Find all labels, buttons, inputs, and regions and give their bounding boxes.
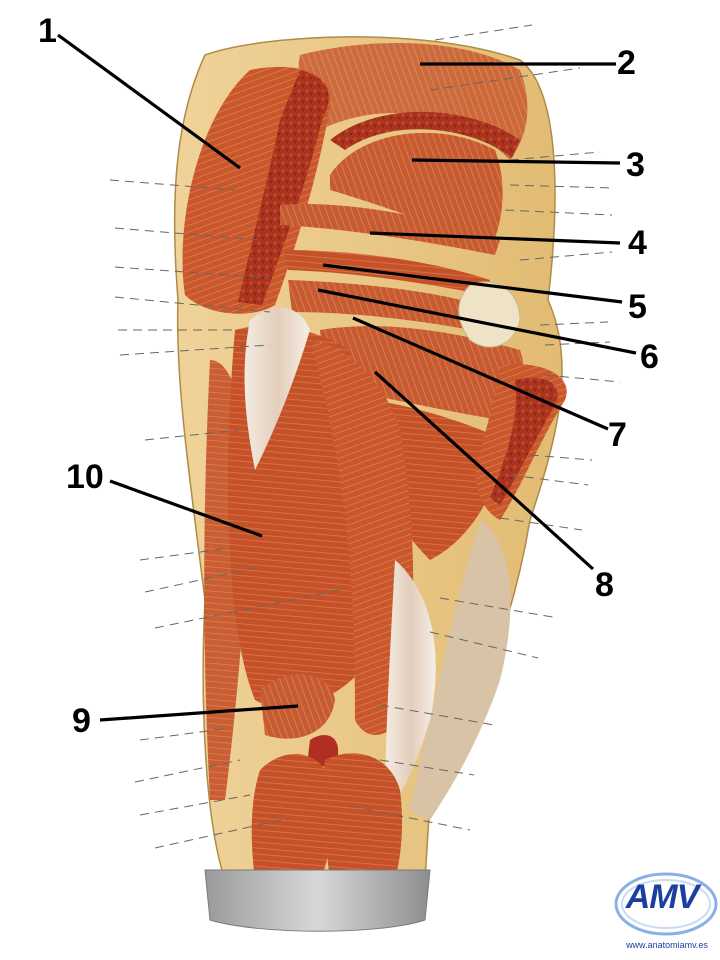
gluteus-maximus-cut-upper [330,111,520,158]
callout-line-4 [369,231,621,245]
quadratus-femoris [320,326,524,420]
semitendinosus [310,340,414,735]
callout-line-1 [57,33,241,170]
label-8: 8 [595,566,614,604]
amv-logo: AMV www.anatomiamv.es [612,866,720,960]
logo-text: AMV [625,878,700,916]
callout-line-3 [411,158,621,165]
dashed-leader-lines [109,24,621,849]
label-4: 4 [628,224,647,262]
logo-url[interactable]: www.anatomiamv.es [626,940,708,950]
vastus-lateralis [410,520,511,820]
callout-lines [57,33,637,722]
lateral-cut-edge [490,377,558,505]
callout-line-10 [109,479,263,538]
gastrocnemius-medial-head [322,753,403,880]
label-2: 2 [617,44,636,82]
label-6: 6 [640,338,659,376]
gracilis [204,360,249,800]
gluteus-maximus-cut-edge [238,70,329,305]
ischial-tendon [244,307,310,470]
callout-line-7 [352,316,609,431]
superior-gemellus [280,204,500,255]
label-7: 7 [608,416,627,454]
callout-line-8 [373,370,595,571]
label-9: 9 [72,702,91,740]
semimembranosus-tendon [385,560,436,810]
label-1: 1 [38,12,57,50]
limb-stump [204,869,431,932]
label-10: 10 [66,458,104,496]
callout-line-5 [322,263,623,304]
label-3: 3 [626,146,645,184]
callout-line-9 [99,704,299,722]
logo-swoosh [614,872,718,936]
callout-line-6 [317,288,637,355]
label-5: 5 [628,288,647,326]
gastrocnemius-lateral-head [251,753,332,880]
